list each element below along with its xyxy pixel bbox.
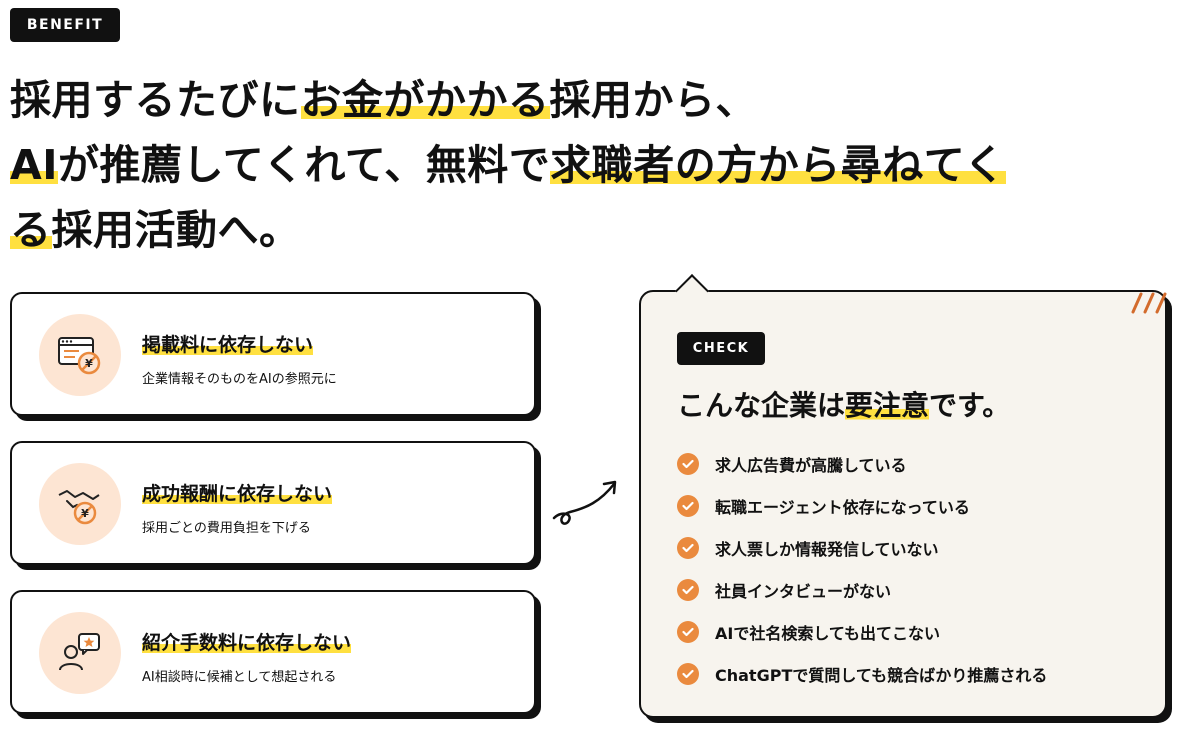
headline: 採用するたびにお金がかかる採用から、 AIが推薦してくれて、無料で求職者の方から… xyxy=(10,68,1006,263)
check-list-item: 社員インタビューがない xyxy=(677,569,1047,611)
panel-title-text: です。 xyxy=(929,389,1011,422)
handshake-no-fee-icon: ¥ xyxy=(39,463,121,545)
svg-text:¥: ¥ xyxy=(85,357,93,370)
check-list: 求人広告費が高騰している 転職エージェント依存になっている 求人票しか情報発信し… xyxy=(677,443,1047,695)
card-subtitle: AI相談時に候補として想起される xyxy=(142,670,337,685)
check-list-item: 求人票しか情報発信していない xyxy=(677,527,1047,569)
benefit-card-success-fee: ¥ 成功報酬に依存しない 採用ごとの費用負担を下げる xyxy=(10,441,536,565)
card-subtitle: 採用ごとの費用負担を下げる xyxy=(142,521,311,536)
accent-strokes-icon xyxy=(1131,292,1167,314)
speech-notch xyxy=(675,274,709,308)
check-icon xyxy=(677,663,699,685)
headline-text: が推薦してくれて、無料で xyxy=(58,141,551,189)
check-item-text: 求人広告費が高騰している xyxy=(715,456,907,475)
headline-highlight: る xyxy=(10,206,52,254)
card-title: 紹介手数料に依存しない xyxy=(142,628,352,655)
benefit-card-referral-fee: 紹介手数料に依存しない AI相談時に候補として想起される xyxy=(10,590,536,714)
panel-title-highlight: 要注意 xyxy=(845,389,930,422)
check-icon xyxy=(677,495,699,517)
check-tag: CHECK xyxy=(677,332,765,365)
check-panel: CHECK こんな企業は要注意です。 求人広告費が高騰している 転職エージェント… xyxy=(639,274,1167,718)
svg-text:¥: ¥ xyxy=(81,507,89,520)
headline-text: 採用するたびに xyxy=(10,76,301,124)
check-item-text: 求人票しか情報発信していない xyxy=(715,540,939,559)
headline-highlight: お金がかかる xyxy=(300,76,550,124)
headline-text: 採用活動へ。 xyxy=(51,206,301,254)
panel-title-text: こんな企業は xyxy=(677,389,846,422)
check-item-text: ChatGPTで質問しても競合ばかり推薦される xyxy=(715,666,1048,685)
check-icon xyxy=(677,453,699,475)
check-list-item: AIで社名検索しても出てこない xyxy=(677,611,1047,653)
check-item-text: 社員インタビューがない xyxy=(715,582,892,601)
headline-highlight: AI xyxy=(10,141,58,189)
check-item-text: 転職エージェント依存になっている xyxy=(715,498,970,517)
card-title: 成功報酬に依存しない xyxy=(142,479,333,506)
benefit-tag: BENEFIT xyxy=(10,8,120,42)
panel-title: こんな企業は要注意です。 xyxy=(677,384,1010,424)
check-list-item: 求人広告費が高騰している xyxy=(677,443,1047,485)
check-item-text: AIで社名検索しても出てこない xyxy=(715,624,941,643)
curly-arrow-icon xyxy=(552,480,617,525)
check-icon xyxy=(677,579,699,601)
person-star-icon xyxy=(39,612,121,694)
headline-highlight: 求職者の方から尋ねてく xyxy=(550,141,1006,189)
card-title: 掲載料に依存しない xyxy=(142,330,314,357)
check-icon xyxy=(677,537,699,559)
headline-text: 採用から、 xyxy=(549,76,757,124)
benefit-card-listing-fee: ¥ 掲載料に依存しない 企業情報そのものをAIの参照元に xyxy=(10,292,536,416)
check-icon xyxy=(677,621,699,643)
browser-no-fee-icon: ¥ xyxy=(39,314,121,396)
check-list-item: ChatGPTで質問しても競合ばかり推薦される xyxy=(677,653,1047,695)
card-subtitle: 企業情報そのものをAIの参照元に xyxy=(142,372,337,387)
check-list-item: 転職エージェント依存になっている xyxy=(677,485,1047,527)
